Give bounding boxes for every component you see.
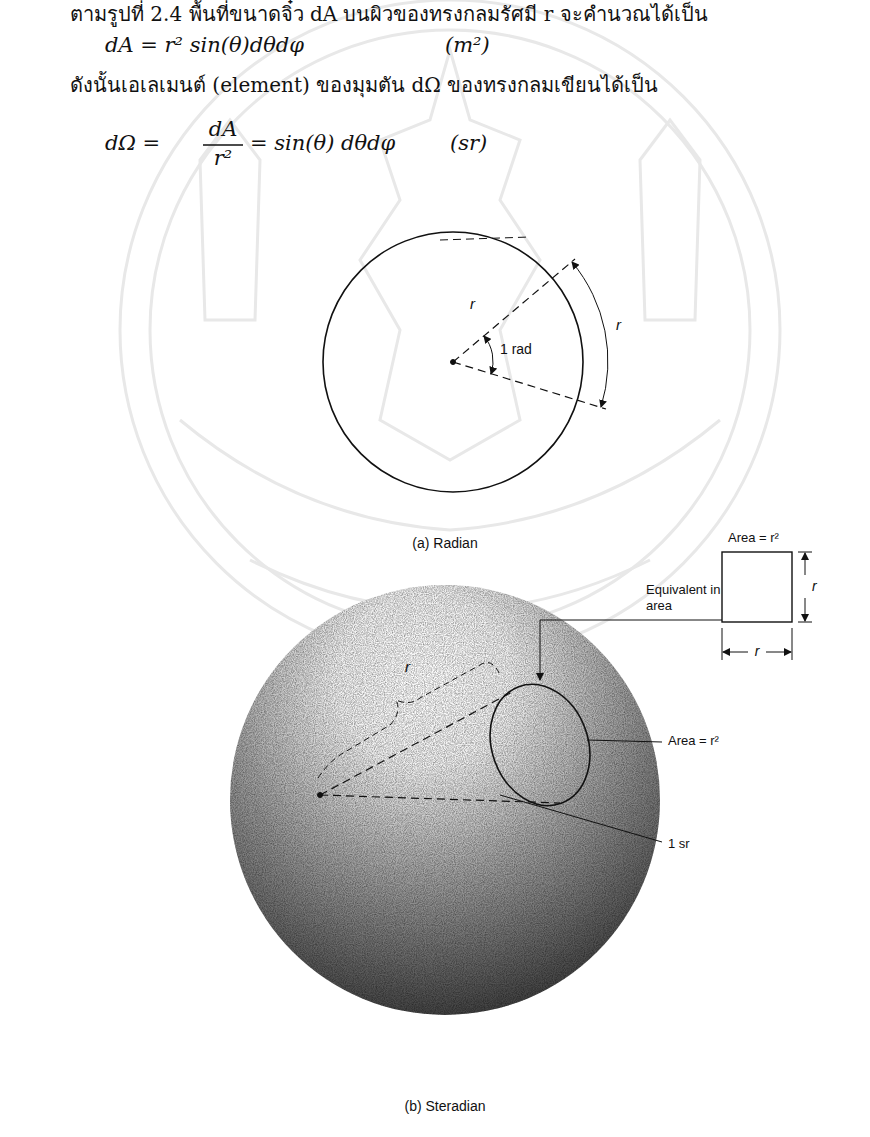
equation: = sin(θ) dθdφ <box>250 131 395 156</box>
area-label: Area = r² <box>728 530 779 546</box>
denominator: r² <box>214 146 232 171</box>
body-text: ดังนั้นเอเลเมนต์ (element) ของมุมตัน dΩ … <box>70 73 658 97</box>
radius-label: r <box>470 295 475 313</box>
callout-label: Area = r² <box>668 733 719 749</box>
equation: dA = r² sin(θ)dθdφ <box>105 33 304 58</box>
arc-label: r <box>616 316 621 334</box>
radian-figure <box>323 232 608 492</box>
equation: dΩ = <box>105 131 160 156</box>
radius-label: r <box>405 658 410 676</box>
unit: (m²) <box>445 33 490 58</box>
dimension-label: r <box>755 643 760 660</box>
unit: (sr) <box>450 131 487 156</box>
body-text: ตามรูปที่ 2.4 พื้นที่ขนาดจิ๋ว dA บนผิวขอ… <box>70 2 708 26</box>
sphere <box>230 585 660 1015</box>
steradian-figure <box>318 552 813 842</box>
angle-label: 1 rad <box>500 341 532 358</box>
numerator: dA <box>209 117 238 142</box>
dimension-label: r <box>812 578 817 595</box>
callout-label: 1 sr <box>668 836 690 852</box>
callout-label: Equivalent in area <box>646 582 722 613</box>
caption: (b) Steradian <box>405 1098 486 1115</box>
watermark <box>120 0 780 660</box>
caption: (a) Radian <box>412 535 477 552</box>
fraction-bar <box>203 144 243 145</box>
